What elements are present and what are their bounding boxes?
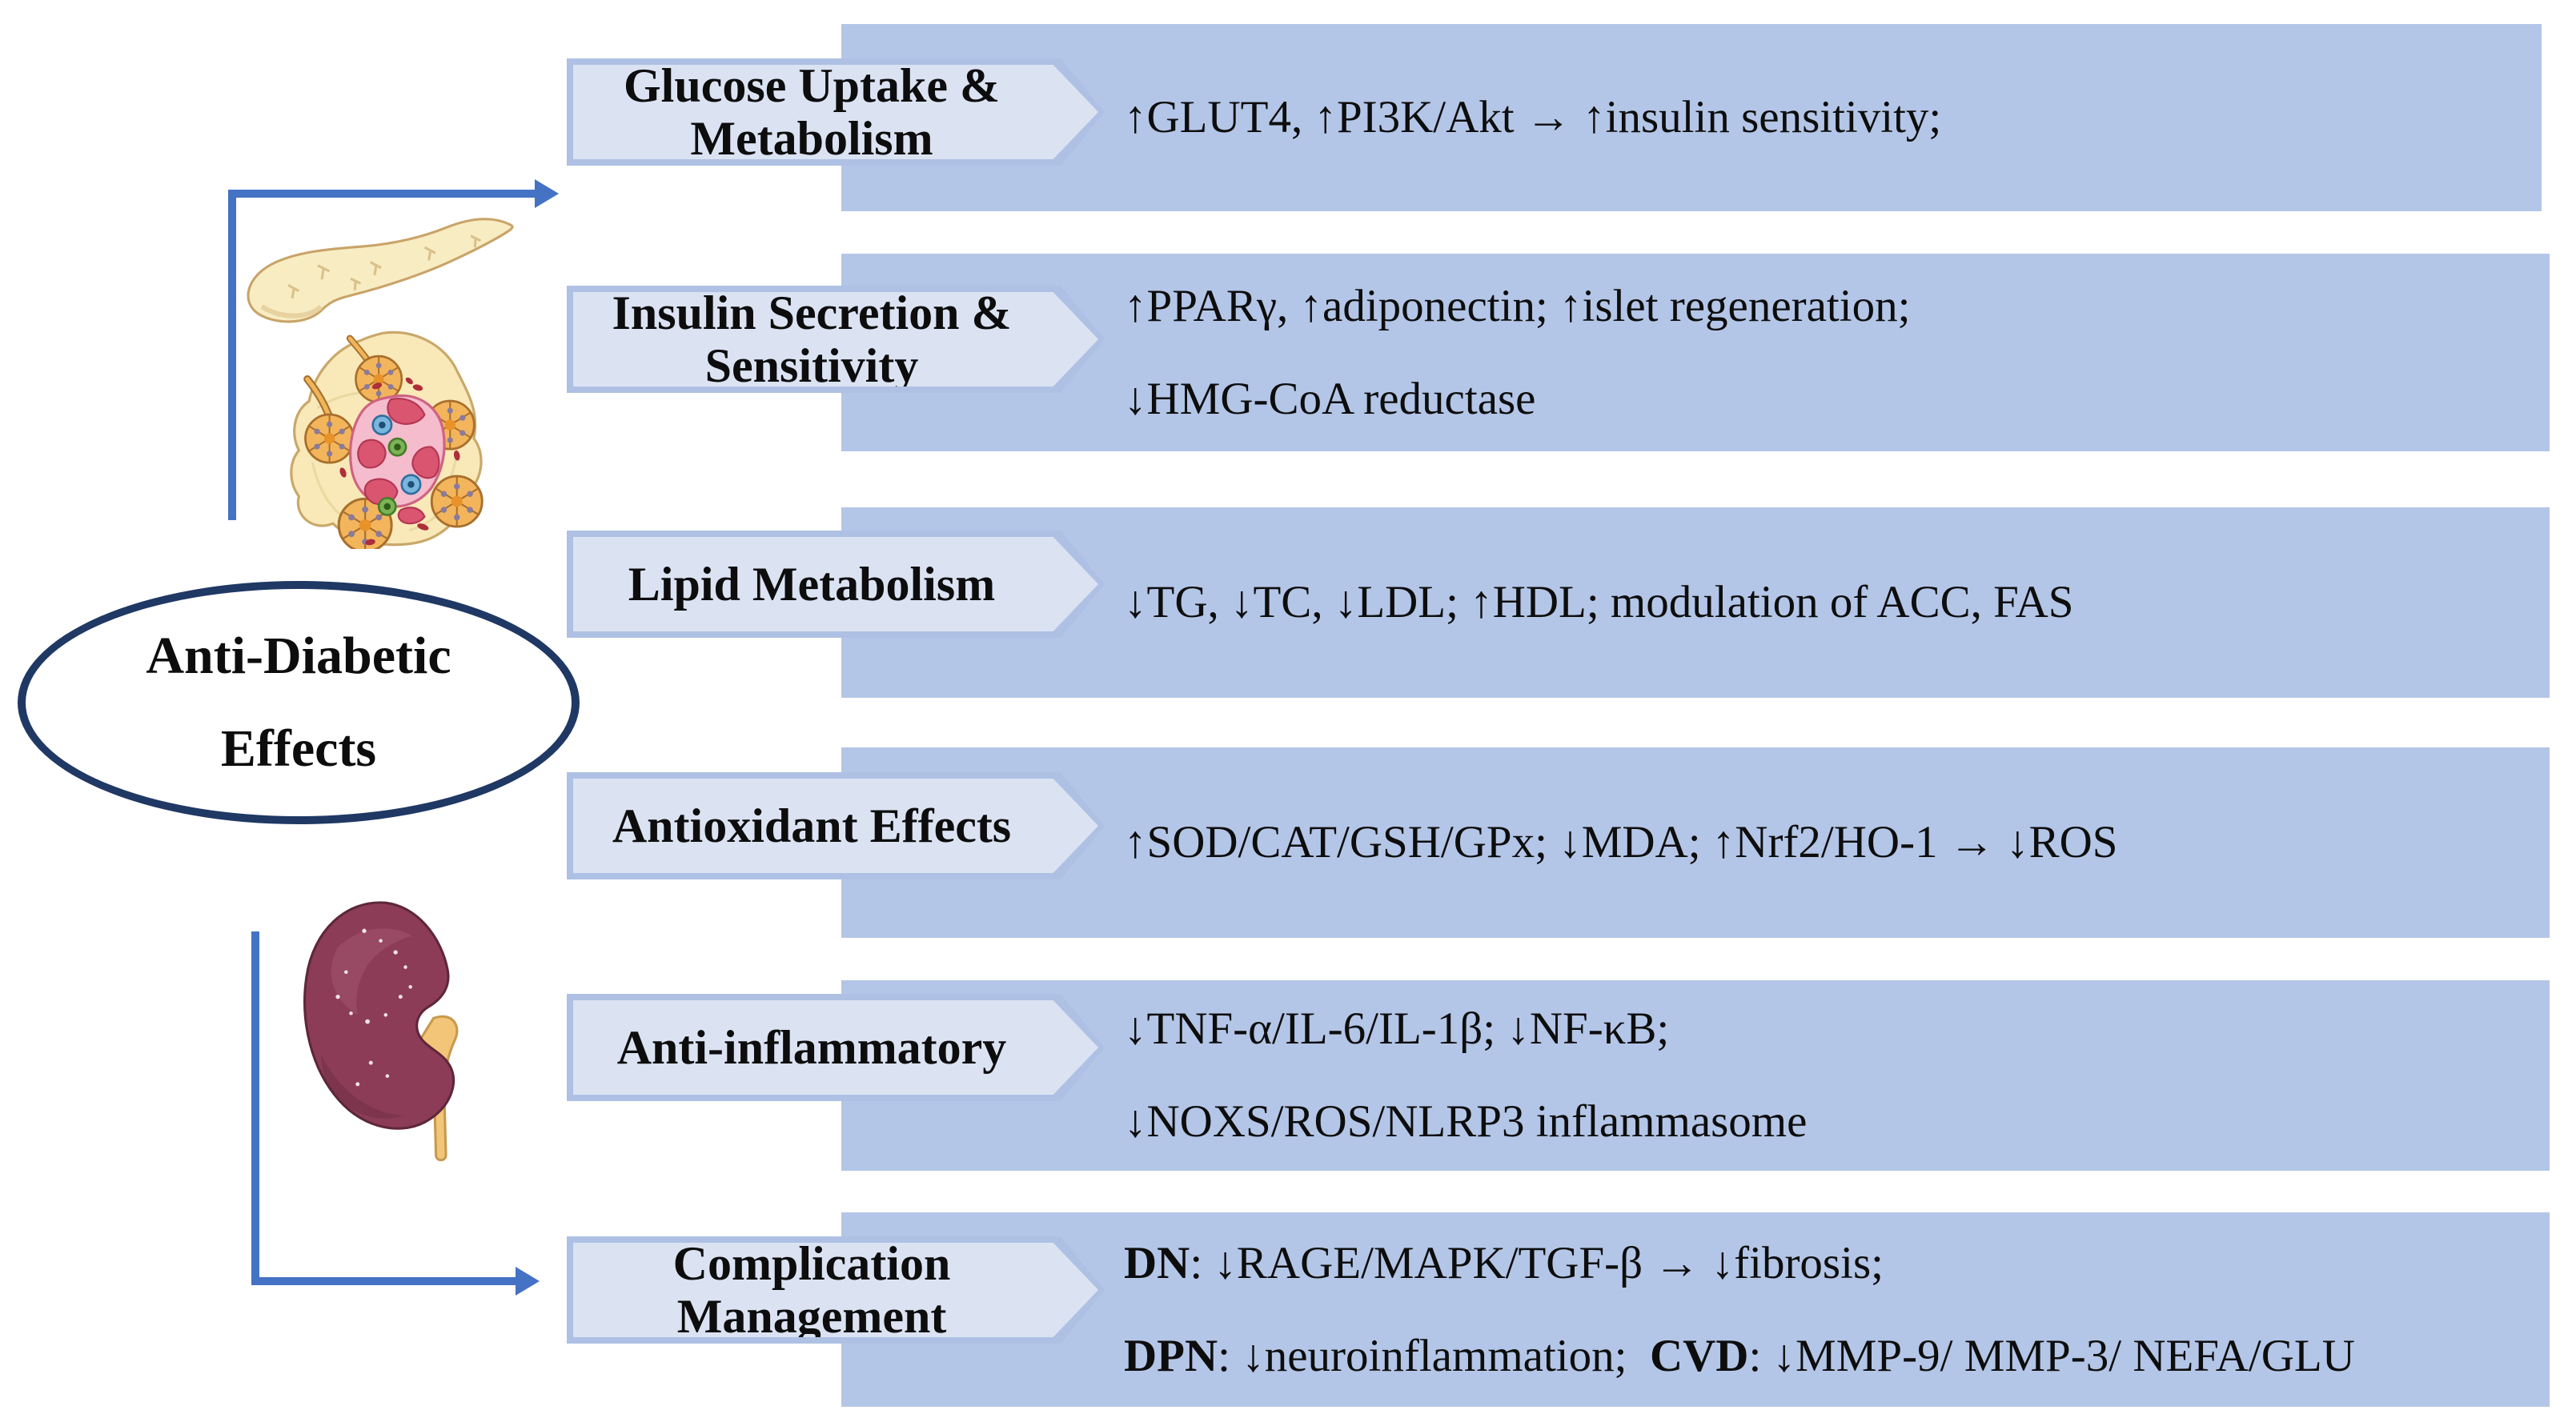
effect-content-line: ↑GLUT4, ↑PI3K/Akt → ↑insulin sensitivity… bbox=[1124, 88, 2542, 147]
effect-content-box: ↑SOD/CAT/GSH/GPx; ↓MDA; ↑Nrf2/HO-1 → ↓RO… bbox=[841, 747, 2550, 938]
effect-label-arrow: Insulin Secretion &Sensitivity bbox=[567, 286, 1105, 393]
effect-label-arrow-body: Glucose Uptake &Metabolism bbox=[573, 65, 1098, 159]
effect-term-bold: DPN bbox=[1124, 1330, 1218, 1381]
effect-content-box: ↓TG, ↓TC, ↓LDL; ↑HDL; modulation of ACC,… bbox=[841, 507, 2550, 698]
effect-term: ↓HMG-CoA reductase bbox=[1124, 373, 1536, 424]
effect-term: : ↓neuroinflammation; bbox=[1218, 1330, 1650, 1381]
effect-label-text: Insulin Secretion & bbox=[612, 286, 1012, 339]
effect-term: ↓TNF-α/IL-6/IL-1β; ↓NF-κB; bbox=[1124, 1003, 1670, 1054]
effect-row: ↓TNF-α/IL-6/IL-1β; ↓NF-κB; ↓NOXS/ROS/NLRP… bbox=[0, 980, 2576, 1171]
hub-ellipse: Anti-Diabetic Effects bbox=[18, 581, 580, 824]
effect-label-arrow-body: Lipid Metabolism bbox=[573, 537, 1098, 631]
effect-content-line: ↓TG, ↓TC, ↓LDL; ↑HDL; modulation of ACC,… bbox=[1124, 573, 2550, 632]
effect-label-text: Lipid Metabolism bbox=[628, 558, 996, 611]
effect-label-arrow: Glucose Uptake &Metabolism bbox=[567, 58, 1105, 166]
effect-term: ↓NOXS/ROS/NLRP3 inflammasome bbox=[1124, 1096, 1808, 1147]
kidney-illustration bbox=[288, 898, 495, 1172]
effect-label-text: Antioxidant Effects bbox=[612, 799, 1012, 852]
effect-label-text: Anti-inflammatory bbox=[616, 1021, 1007, 1074]
pancreas-illustration bbox=[239, 214, 519, 338]
effect-label-text: Glucose Uptake & bbox=[624, 59, 1000, 112]
effect-content-line: ↑PPARγ, ↑adiponectin; ↑islet regeneratio… bbox=[1124, 277, 2550, 336]
effect-row: ↑GLUT4, ↑PI3K/Akt → ↑insulin sensitivity… bbox=[0, 24, 2576, 211]
effect-term: ↑GLUT4, ↑PI3K/Akt → ↑insulin sensitivity… bbox=[1124, 92, 1942, 142]
effect-label-arrow: Lipid Metabolism bbox=[567, 531, 1105, 638]
effect-term: ↓TG, ↓TC, ↓LDL; ↑HDL; modulation of ACC,… bbox=[1124, 577, 2074, 627]
effect-content-line: ↓NOXS/ROS/NLRP3 inflammasome bbox=[1124, 1092, 2550, 1152]
effect-content-box: ↓TNF-α/IL-6/IL-1β; ↓NF-κB; ↓NOXS/ROS/NLRP… bbox=[841, 980, 2550, 1171]
top-connector-vertical-line bbox=[228, 190, 236, 520]
effect-content-box: ↑PPARγ, ↑adiponectin; ↑islet regeneratio… bbox=[841, 254, 2550, 451]
effect-row: ↓TG, ↓TC, ↓LDL; ↑HDL; modulation of ACC,… bbox=[0, 507, 2576, 698]
effect-content-line: ↑SOD/CAT/GSH/GPx; ↓MDA; ↑Nrf2/HO-1 → ↓RO… bbox=[1124, 813, 2550, 872]
hub-title-line2: Effects bbox=[220, 719, 377, 778]
bottom-connector-horizontal-line bbox=[251, 1277, 519, 1285]
effect-row: DN: ↓RAGE/MAPK/TGF-β → ↓fibrosis; DPN: ↓n… bbox=[0, 1212, 2576, 1407]
effect-label-arrow-body: Insulin Secretion &Sensitivity bbox=[573, 292, 1098, 387]
effect-label-text: Management bbox=[676, 1290, 947, 1343]
effect-label-text: Sensitivity bbox=[704, 339, 919, 392]
effect-content-box: ↑GLUT4, ↑PI3K/Akt → ↑insulin sensitivity… bbox=[841, 24, 2542, 211]
effect-row: ↑PPARγ, ↑adiponectin; ↑islet regeneratio… bbox=[0, 254, 2576, 451]
effect-term: : ↓RAGE/MAPK/TGF-β → ↓fibrosis; bbox=[1190, 1237, 1884, 1288]
bottom-connector-arrowhead-icon bbox=[516, 1267, 540, 1296]
effect-term: ↑SOD/CAT/GSH/GPx; ↓MDA; ↑Nrf2/HO-1 → ↓RO… bbox=[1124, 817, 2118, 867]
effect-content-line: ↓TNF-α/IL-6/IL-1β; ↓NF-κB; bbox=[1124, 999, 2550, 1059]
effect-content-box: DN: ↓RAGE/MAPK/TGF-β → ↓fibrosis; DPN: ↓n… bbox=[841, 1212, 2550, 1407]
effect-label-text: Metabolism bbox=[690, 112, 933, 165]
effect-term-bold: DN bbox=[1124, 1237, 1190, 1288]
bottom-connector-vertical-line bbox=[251, 931, 259, 1285]
effect-row: ↑SOD/CAT/GSH/GPx; ↓MDA; ↑Nrf2/HO-1 → ↓RO… bbox=[0, 747, 2576, 938]
effect-label-arrow-body: Antioxidant Effects bbox=[573, 779, 1098, 873]
effect-label-text: Complication bbox=[672, 1237, 951, 1290]
hub-title-line1: Anti-Diabetic bbox=[146, 627, 451, 685]
effect-term-bold: CVD bbox=[1649, 1330, 1749, 1381]
top-connector-arrowhead-icon bbox=[535, 179, 559, 208]
effect-term: : ↓MMP-9/ MMP-3/ NEFA/GLU bbox=[1748, 1330, 2355, 1381]
top-connector-horizontal-line bbox=[228, 190, 538, 198]
effect-content-line: DPN: ↓neuroinflammation; CVD: ↓MMP-9/ MM… bbox=[1124, 1327, 2550, 1386]
effect-label-arrow-body: Anti-inflammatory bbox=[573, 1000, 1098, 1095]
effect-content-line: ↓HMG-CoA reductase bbox=[1124, 370, 2550, 429]
effect-term: ↑PPARγ, ↑adiponectin; ↑islet regeneratio… bbox=[1124, 280, 1911, 331]
effect-label-arrow: Antioxidant Effects bbox=[567, 772, 1105, 879]
effect-label-arrow: Anti-inflammatory bbox=[567, 994, 1105, 1101]
effect-content-line: DN: ↓RAGE/MAPK/TGF-β → ↓fibrosis; bbox=[1124, 1234, 2550, 1293]
pancreatic-islet-illustration bbox=[282, 326, 486, 553]
